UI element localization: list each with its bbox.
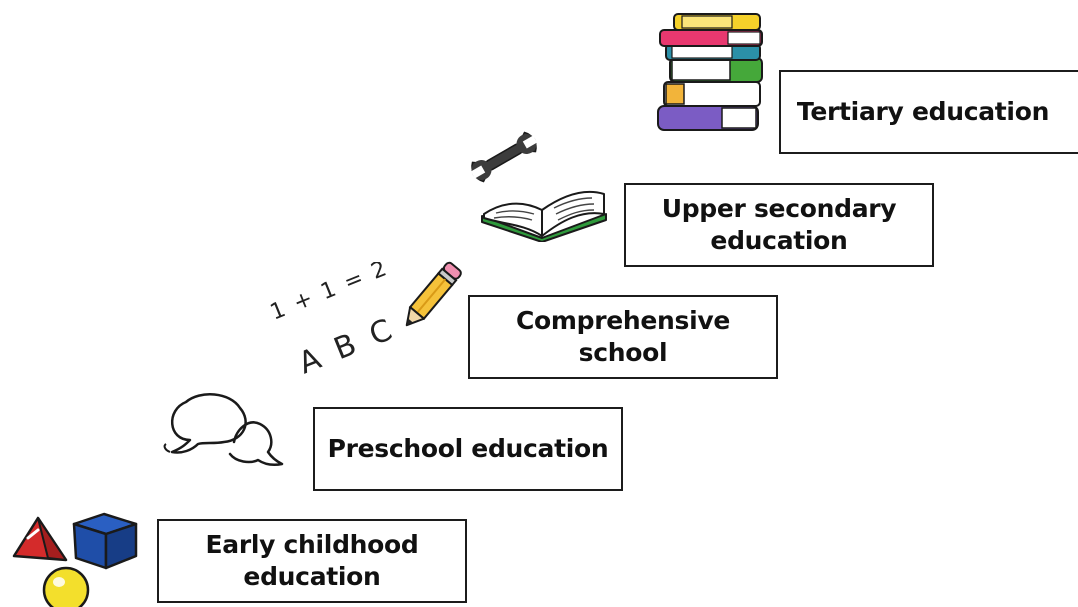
handwritten-scribble: 1 + 1 = 2 A B C bbox=[267, 256, 468, 382]
step-label-line2: education bbox=[243, 562, 381, 591]
step-comprehensive-school: Comprehensive school bbox=[468, 295, 778, 379]
step-label-line1: Upper secondary bbox=[661, 194, 897, 223]
pencil-icon bbox=[405, 261, 462, 327]
open-book-icon bbox=[481, 190, 607, 242]
book-stack-icon bbox=[657, 13, 763, 131]
wrench-icon bbox=[470, 131, 538, 183]
step-label-line2: school bbox=[578, 338, 668, 367]
step-preschool-education: Preschool education bbox=[313, 407, 623, 491]
letters-text: A B C bbox=[294, 311, 401, 380]
toy-blocks-icon bbox=[12, 512, 138, 607]
step-label-line2: education bbox=[710, 226, 848, 255]
step-label-line1: Tertiary education bbox=[796, 97, 1050, 126]
step-label-line1: Early childhood bbox=[205, 530, 419, 559]
step-early-childhood-education: Early childhood education bbox=[157, 519, 467, 603]
step-upper-secondary-education: Upper secondary education bbox=[624, 183, 934, 267]
step-label-line1: Preschool education bbox=[327, 434, 609, 463]
step-tertiary-education: Tertiary education bbox=[779, 70, 1078, 154]
speech-bubbles-icon bbox=[163, 393, 284, 467]
step-label-line1: Comprehensive bbox=[515, 306, 731, 335]
